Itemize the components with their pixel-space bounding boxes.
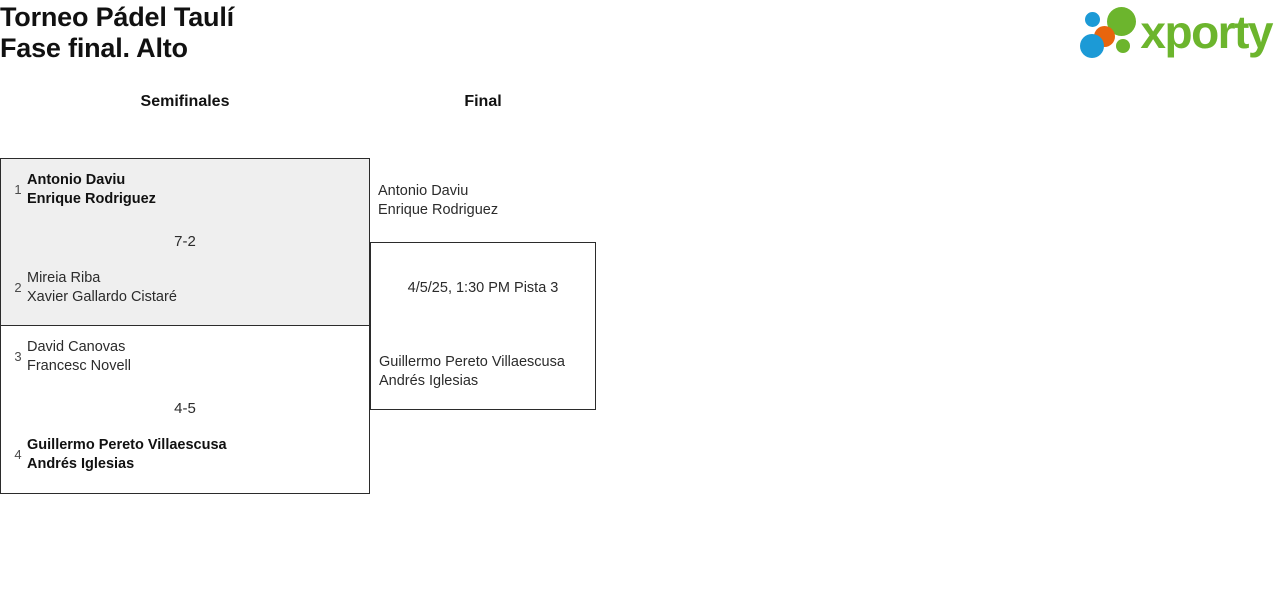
player-name: Guillermo Pereto Villaescusa — [379, 354, 565, 370]
logo-dot-green-small — [1116, 39, 1131, 53]
bracket-rounds: 1 Antonio Daviu Enrique Rodriguez 7-2 2 … — [0, 124, 700, 504]
final-team-bottom[interactable]: Guillermo Pereto Villaescusa Andrés Igle… — [371, 353, 595, 391]
seed-number: 4 — [14, 447, 22, 462]
match-semifinal-2[interactable]: 3 David Canovas Francesc Novell 4-5 4 Gu… — [0, 326, 370, 494]
logo-dot-blue-small — [1085, 12, 1101, 27]
logo-dot-blue-large — [1080, 34, 1105, 58]
player-name: Francesc Novell — [27, 358, 131, 374]
player-name: Antonio Daviu — [378, 183, 469, 199]
final-team-top[interactable]: Antonio Daviu Enrique Rodriguez — [370, 158, 596, 242]
player-name: Enrique Rodriguez — [27, 191, 156, 207]
logo-wordmark: xporty — [1140, 6, 1273, 58]
player-name: Mireia Riba — [27, 270, 101, 286]
logo-dots-icon — [1080, 4, 1142, 60]
match-team-bottom[interactable]: 2 Mireia Riba Xavier Gallardo Cistaré — [1, 269, 369, 307]
tournament-phase: Fase final. Alto — [0, 33, 188, 63]
match-team-top[interactable]: 3 David Canovas Francesc Novell — [1, 338, 369, 376]
tournament-title: Torneo Pádel Taulí Fase final. Alto — [0, 0, 234, 64]
tournament-bracket: Semifinales Final 1 Antonio Daviu Enriqu… — [0, 92, 700, 504]
player-name: Andrés Iglesias — [379, 373, 479, 389]
tournament-name: Torneo Pádel Taulí — [0, 2, 234, 32]
player-name: Andrés Iglesias — [27, 456, 135, 472]
page-header: Torneo Pádel Taulí Fase final. Alto xpor… — [0, 0, 1280, 80]
player-name: Antonio Daviu — [27, 172, 126, 188]
match-schedule: 4/5/25, 1:30 PM Pista 3 — [407, 280, 559, 296]
round-column-semifinals: 1 Antonio Daviu Enrique Rodriguez 7-2 2 … — [0, 158, 370, 494]
player-name: Enrique Rodriguez — [378, 202, 499, 218]
player-name: Guillermo Pereto Villaescusa — [27, 437, 227, 453]
player-name: David Canovas — [27, 339, 126, 355]
team-names: Antonio Daviu Enrique Rodriguez — [378, 182, 596, 220]
round-column-final: Antonio Daviu Enrique Rodriguez 4/5/25, … — [370, 158, 596, 410]
team-names: Mireia Riba Xavier Gallardo Cistaré — [27, 269, 177, 307]
team-names: Guillermo Pereto Villaescusa Andrés Igle… — [27, 436, 227, 474]
match-score: 4-5 — [174, 400, 196, 417]
match-final[interactable]: 4/5/25, 1:30 PM Pista 3 Guillermo Pereto… — [370, 242, 596, 410]
seed-number: 2 — [14, 280, 22, 295]
team-names: Guillermo Pereto Villaescusa Andrés Igle… — [379, 353, 565, 391]
xporty-logo[interactable]: xporty — [1080, 2, 1273, 62]
round-header-semifinals: Semifinales — [140, 93, 230, 110]
round-header-final: Final — [464, 93, 502, 110]
team-names: David Canovas Francesc Novell — [27, 338, 131, 376]
team-names: Antonio Daviu Enrique Rodriguez — [27, 171, 156, 209]
match-semifinal-1[interactable]: 1 Antonio Daviu Enrique Rodriguez 7-2 2 … — [0, 158, 370, 326]
match-team-top[interactable]: 1 Antonio Daviu Enrique Rodriguez — [1, 171, 369, 209]
match-team-bottom[interactable]: 4 Guillermo Pereto Villaescusa Andrés Ig… — [1, 436, 369, 474]
seed-number: 1 — [14, 182, 22, 197]
player-name: Xavier Gallardo Cistaré — [27, 289, 177, 305]
seed-number: 3 — [14, 349, 22, 364]
match-score: 7-2 — [174, 233, 196, 250]
round-headers: Semifinales Final — [0, 92, 700, 124]
